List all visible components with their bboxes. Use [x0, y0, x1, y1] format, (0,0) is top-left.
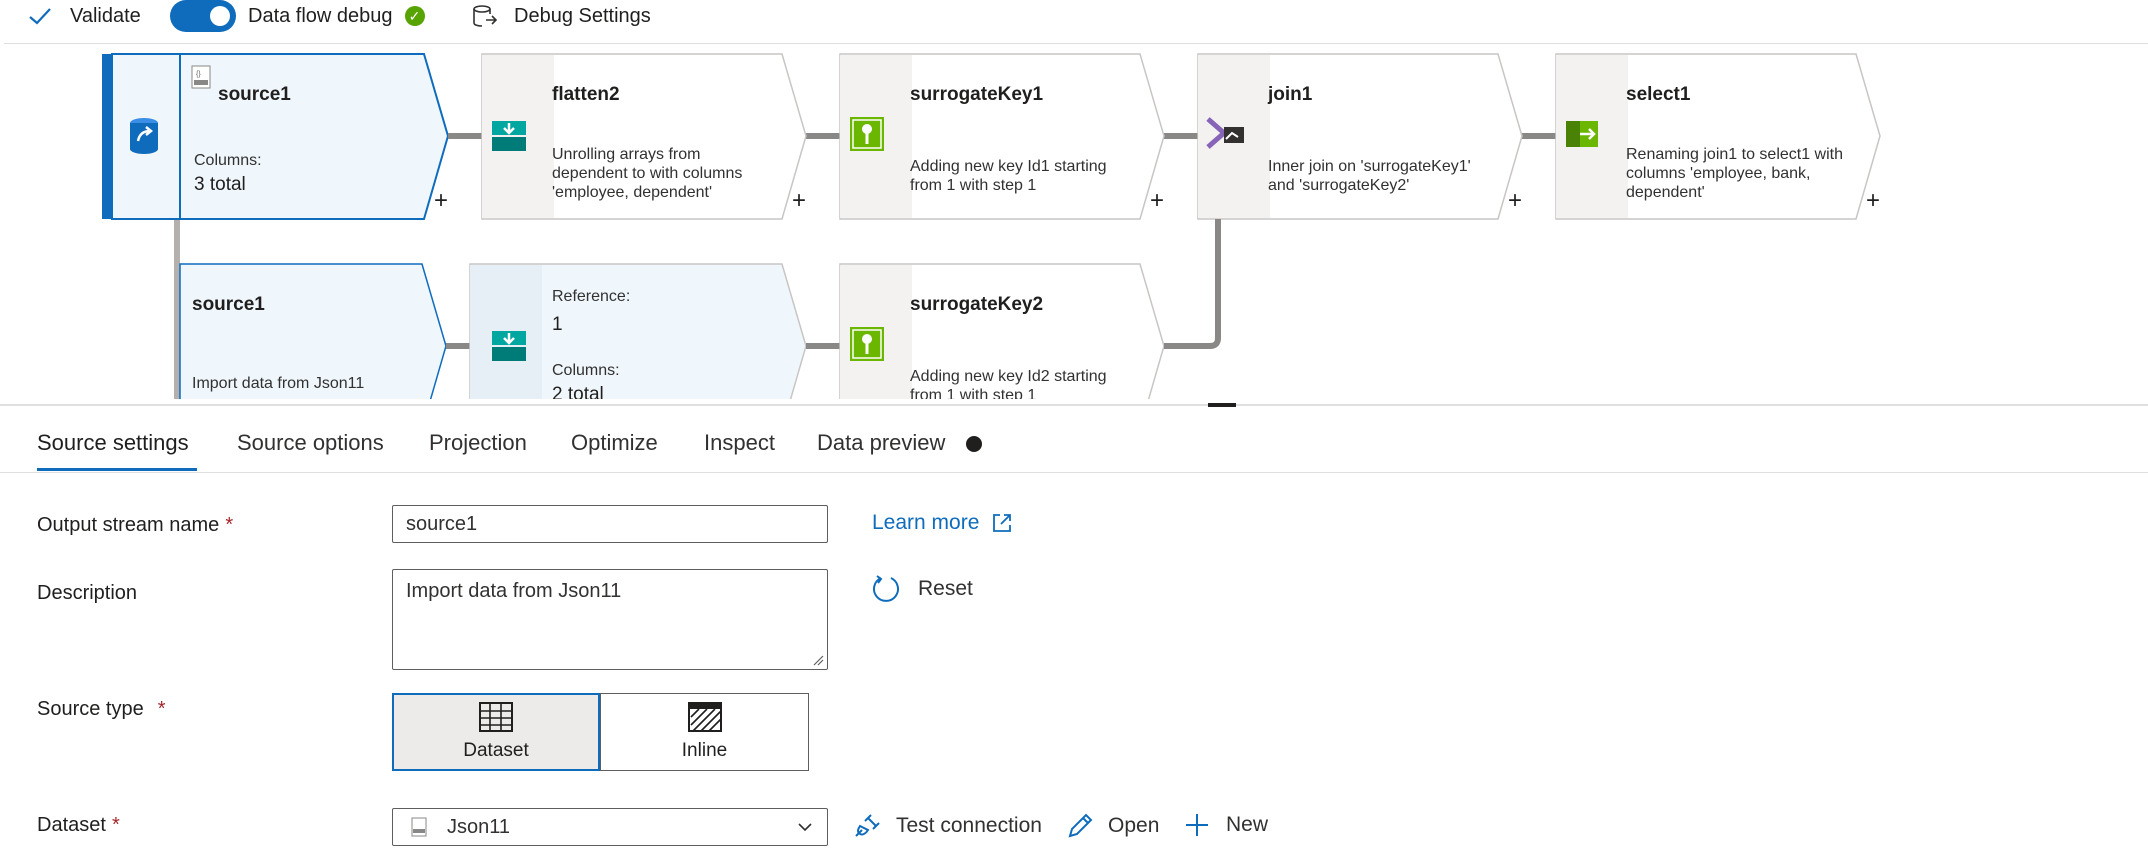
validate-label: Validate [70, 4, 141, 27]
required-mark: * [111, 814, 120, 836]
node-title: select1 [1626, 84, 1691, 105]
open-label: Open [1108, 814, 1160, 837]
dataset-option-label: Dataset [463, 740, 529, 761]
node-title: surrogateKey1 [910, 84, 1044, 105]
table-icon [479, 702, 513, 732]
panel-splitter[interactable] [0, 404, 2148, 406]
node-description: Unrolling arrays from dependent to with … [552, 146, 743, 201]
checkmark-icon [29, 8, 51, 25]
add-transform-plus-button[interactable]: + [434, 187, 449, 214]
debug-settings-label: Debug Settings [514, 4, 651, 27]
node-description: Inner join on 'surrogateKey1' and 'surro… [1268, 158, 1471, 194]
node-title: source1 [192, 294, 265, 315]
reset-label: Reset [918, 577, 973, 600]
add-transform-plus-button[interactable]: + [1508, 187, 1523, 214]
node-description: Renaming join1 to select1 with columns '… [1626, 146, 1844, 201]
node-description: Import data from Json11 [192, 375, 365, 392]
label-text: Dataset [37, 814, 106, 836]
tab-divider [0, 472, 2148, 473]
tab-projection[interactable]: Projection [429, 430, 527, 455]
node-reference-value: 1 [552, 314, 563, 335]
label-text: Source type [37, 698, 144, 720]
debug-settings-icon [473, 5, 498, 27]
toolbar: Validate Data flow debug ✓ Debug Setting… [0, 0, 2148, 32]
json-dataset-icon [411, 817, 427, 837]
splitter-handle[interactable] [1208, 403, 1236, 407]
node-description: Adding new key Id1 starting from 1 with … [910, 158, 1107, 194]
pencil-icon [1068, 813, 1093, 838]
data-flow-debug-label: Data flow debug [248, 4, 393, 27]
data-preview-status-dot [966, 436, 982, 452]
reset-icon [873, 575, 899, 602]
new-label: New [1226, 813, 1269, 836]
node-title: source1 [218, 84, 291, 105]
description-label: Description [37, 582, 138, 604]
node-reference-label: Reference: [552, 288, 631, 305]
node-title: surrogateKey2 [910, 294, 1044, 315]
add-transform-plus-button[interactable]: + [1150, 187, 1165, 214]
node-columns-value: 2 total [552, 384, 604, 399]
test-connection-label: Test connection [896, 814, 1042, 837]
data-flow-canvas[interactable]: {} [4, 43, 2148, 399]
plus-icon [1186, 814, 1208, 836]
test-connection-button[interactable]: Test connection [852, 812, 1042, 840]
svg-text:{}: {} [196, 71, 201, 78]
description-textarea[interactable]: Import data from Json11 [392, 569, 828, 670]
learn-more-link[interactable]: Learn more [872, 511, 1013, 535]
output-stream-name-label: Output stream name* [37, 514, 233, 537]
data-flow-debug: Data flow debug ✓ [248, 0, 425, 32]
inline-icon [687, 702, 722, 732]
dataset-value: Json11 [447, 815, 511, 838]
data-flow-debug-toggle[interactable] [170, 0, 236, 32]
plug-icon [855, 814, 880, 837]
debug-settings-button[interactable]: Debug Settings [472, 0, 651, 32]
validate-button[interactable]: Validate [28, 0, 141, 32]
node-title: flatten2 [552, 84, 620, 105]
source-type-inline-option[interactable]: Inline [600, 693, 809, 771]
resize-grip-icon[interactable] [812, 654, 824, 666]
tab-inspect[interactable]: Inspect [704, 430, 775, 455]
active-tab-indicator [37, 468, 197, 471]
tab-optimize[interactable]: Optimize [571, 430, 658, 455]
reset-button[interactable]: Reset [872, 574, 973, 604]
inline-option-label: Inline [681, 740, 728, 761]
add-transform-plus-button[interactable]: + [792, 187, 807, 214]
source-type-dataset-option[interactable]: Dataset [392, 693, 600, 771]
required-mark: * [225, 514, 234, 536]
toggle-knob [210, 6, 230, 26]
node-description: Adding new key Id2 starting from 1 with … [910, 368, 1107, 399]
learn-more-label: Learn more [872, 511, 980, 534]
debug-status-check-icon: ✓ [404, 6, 425, 26]
tab-source-options[interactable]: Source options [237, 430, 384, 455]
tab-source-settings[interactable]: Source settings [37, 430, 189, 455]
new-dataset-button[interactable]: New [1184, 812, 1268, 838]
node-columns-value: 3 total [194, 174, 246, 195]
required-mark: * [157, 698, 166, 720]
dataset-label: Dataset* [37, 814, 120, 837]
add-transform-plus-button[interactable]: + [1866, 187, 1881, 214]
open-dataset-button[interactable]: Open [1066, 812, 1159, 840]
node-title: join1 [1268, 84, 1313, 105]
chevron-down-icon [798, 823, 812, 832]
graph-shapes: {} [102, 53, 1881, 399]
source-type-label: Source type * [37, 698, 166, 721]
label-text: Output stream name [37, 514, 220, 536]
dataset-select[interactable]: Json11 [392, 808, 828, 846]
output-stream-name-input[interactable]: source1 [392, 505, 828, 543]
node-columns-label: Columns: [194, 152, 262, 169]
node-columns-label: Columns: [552, 362, 620, 379]
tab-data-preview[interactable]: Data preview [817, 430, 946, 455]
external-link-icon [993, 514, 1012, 532]
